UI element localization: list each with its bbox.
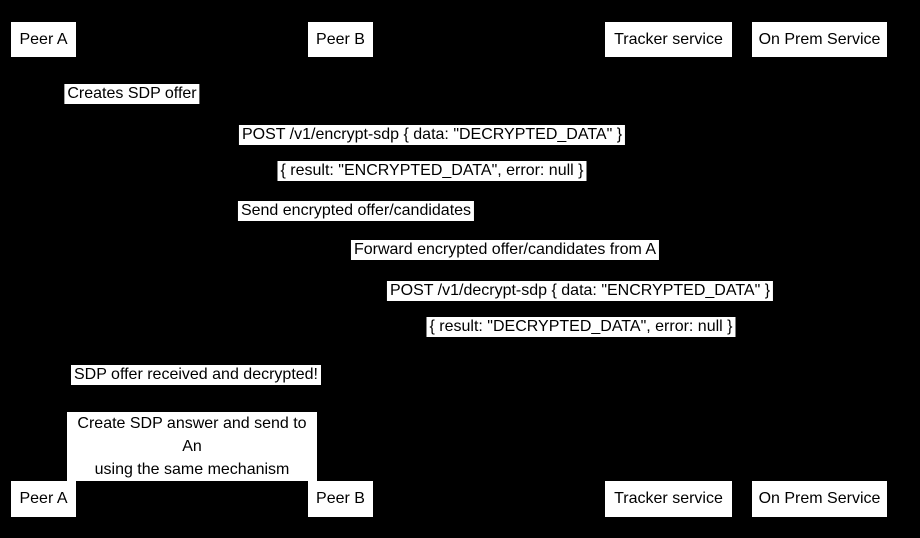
participant-on-prem-service-top: On Prem Service — [752, 22, 887, 57]
message-post-encrypt-sdp: POST /v1/encrypt-sdp { data: "DECRYPTED_… — [238, 125, 626, 145]
message-result-encrypted-data: { result: "ENCRYPTED_DATA", error: null … — [277, 161, 587, 181]
participant-peer-a-bottom: Peer A — [11, 481, 76, 517]
participant-peer-a-top: Peer A — [11, 22, 76, 57]
note-create-sdp-answer: Create SDP answer and send to An using t… — [67, 412, 317, 481]
message-sdp-offer-received: SDP offer received and decrypted! — [71, 365, 321, 385]
message-forward-encrypted-offer: Forward encrypted offer/candidates from … — [350, 240, 660, 260]
participant-peer-b-top: Peer B — [308, 22, 373, 57]
participant-tracker-service-top: Tracker service — [605, 22, 732, 57]
participant-peer-b-bottom: Peer B — [308, 481, 373, 517]
message-creates-sdp-offer: Creates SDP offer — [64, 84, 200, 104]
participant-tracker-service-bottom: Tracker service — [605, 481, 732, 517]
message-send-encrypted-offer: Send encrypted offer/candidates — [237, 201, 475, 221]
participant-on-prem-service-bottom: On Prem Service — [752, 481, 887, 517]
note-line-2: using the same mechanism — [94, 461, 290, 478]
message-post-decrypt-sdp: POST /v1/decrypt-sdp { data: "ENCRYPTED_… — [386, 281, 774, 301]
message-result-decrypted-data: { result: "DECRYPTED_DATA", error: null … — [426, 317, 736, 337]
note-line-1: Create SDP answer and send to An — [77, 415, 307, 455]
